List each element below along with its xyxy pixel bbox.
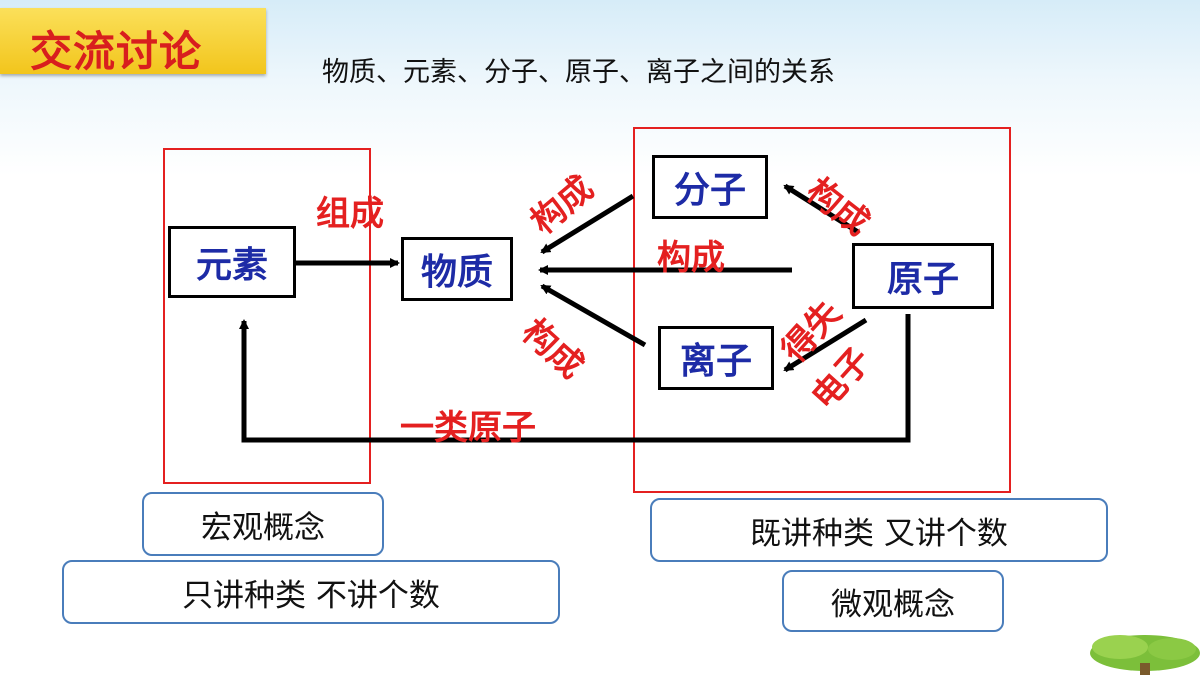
node-atom: 原子 [852, 243, 994, 309]
title-badge: 交流讨论 [0, 8, 266, 76]
arrow-molecule-to-substance [540, 193, 635, 255]
note-macro: 宏观概念 [142, 492, 384, 556]
arrow-ion-to-substance [540, 283, 647, 348]
node-molecule: 分子 [652, 155, 768, 219]
note-micro-desc: 既讲种类 又讲个数 [650, 498, 1108, 562]
badge-title: 交流讨论 [30, 27, 203, 76]
label-same-kind-atom: 一类原子 [400, 408, 536, 448]
arrow-atom-to-ion [783, 317, 868, 373]
node-element: 元素 [168, 226, 296, 298]
node-ion: 离子 [658, 326, 774, 390]
arrow-atom-to-element [239, 314, 911, 443]
micro-frame [633, 127, 1011, 493]
label-compose: 组成 [316, 194, 384, 234]
macro-frame [163, 148, 371, 484]
note-micro: 微观概念 [782, 570, 1004, 632]
arrow-atom-to-molecule [783, 183, 860, 235]
tree-decoration [1090, 635, 1200, 675]
label-constitute-atom: 构成 [657, 238, 725, 278]
slide-subtitle: 物质、元素、分子、原子、离子之间的关系 [322, 57, 835, 88]
note-macro-desc: 只讲种类 不讲个数 [62, 560, 560, 624]
node-substance: 物质 [401, 237, 513, 301]
